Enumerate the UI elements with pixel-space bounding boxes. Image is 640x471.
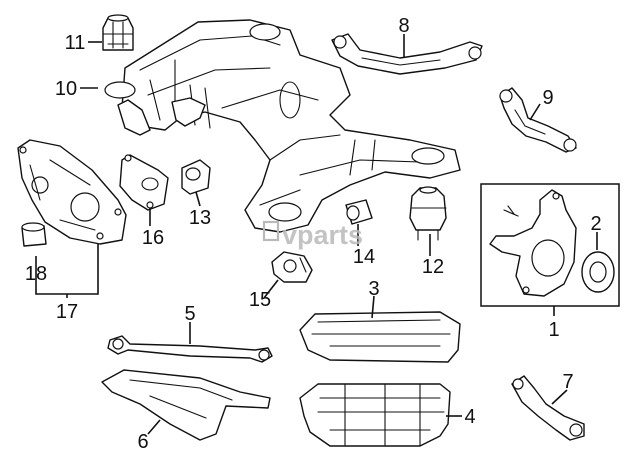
mount-bracket-16 <box>119 154 169 211</box>
callout-4: 4 <box>464 406 475 428</box>
callout-14: 14 <box>353 246 375 268</box>
lower-control-arm-7 <box>511 375 585 441</box>
callout-3: 3 <box>368 278 379 300</box>
watermark: vparts <box>262 220 363 250</box>
callout-10: 10 <box>55 78 77 100</box>
callout-1: 1 <box>548 319 559 341</box>
watermark-text: vparts <box>282 220 363 250</box>
callout-6: 6 <box>137 431 148 453</box>
heat-shield-3 <box>299 311 461 363</box>
lateral-link-5 <box>107 335 273 363</box>
fuel-tank-4 <box>299 383 451 447</box>
subframe <box>104 19 461 233</box>
callout-13: 13 <box>189 207 211 229</box>
callout-2: 2 <box>590 213 601 235</box>
wheel-bearing-2 <box>581 251 615 293</box>
knuckle-assembly-1 <box>489 189 577 297</box>
subframe-bushing-11 <box>102 14 134 51</box>
callout-9: 9 <box>542 87 553 109</box>
bushing-14 <box>345 199 373 225</box>
camber-arm-9 <box>499 87 577 153</box>
differential-bracket-17 <box>17 139 127 245</box>
callout-11: 11 <box>65 32 86 54</box>
callout-5: 5 <box>184 303 195 325</box>
callout-8: 8 <box>398 15 409 37</box>
knuckle-box <box>480 183 620 307</box>
upper-control-arm-8 <box>331 33 483 75</box>
bushing-13 <box>181 159 211 195</box>
callout-15: 15 <box>249 289 271 311</box>
callout-7: 7 <box>562 371 573 393</box>
bushing-18 <box>21 222 47 247</box>
callout-labels: 1 2 3 4 5 6 7 8 9 10 11 12 13 14 15 16 1… <box>25 15 602 453</box>
bracket-10 <box>117 97 206 136</box>
callout-18: 18 <box>25 263 47 285</box>
underbody-cover-6 <box>101 369 271 441</box>
mount-bracket-15 <box>271 251 313 283</box>
callout-16: 16 <box>142 227 164 249</box>
callout-12: 12 <box>422 256 444 278</box>
engine-mount-12 <box>409 186 447 241</box>
callout-17: 17 <box>56 301 78 323</box>
leader-lines <box>35 34 598 435</box>
